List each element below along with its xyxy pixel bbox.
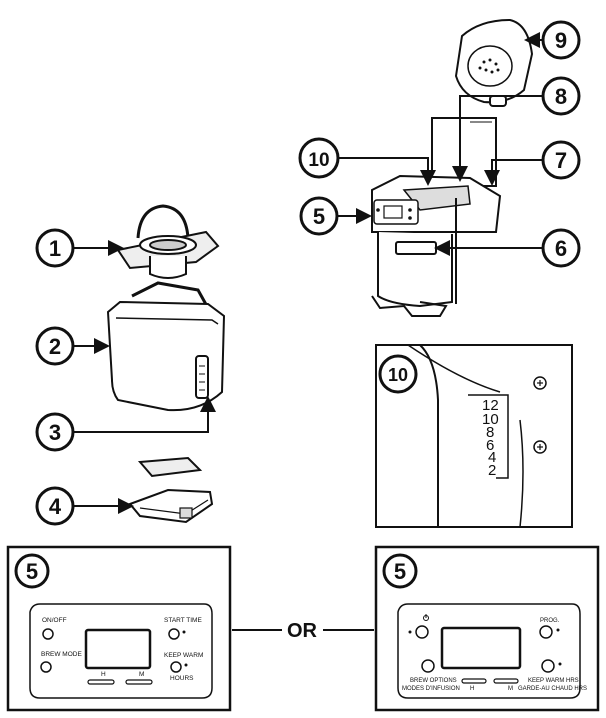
svg-text:7: 7: [555, 148, 567, 173]
keep-warm-hrs-indicator: [558, 662, 562, 666]
brew-mode-label: BREW MODE: [41, 651, 82, 658]
svg-text:6: 6: [555, 236, 567, 261]
callout-5: 5: [299, 196, 339, 236]
svg-text:4: 4: [49, 494, 62, 519]
callouts: [74, 32, 542, 514]
prog-button[interactable]: [539, 625, 553, 639]
callout-1: 1: [35, 228, 75, 268]
keep-warm-indicator: [184, 663, 188, 667]
svg-text:5: 5: [313, 204, 325, 229]
callout-6: 6: [541, 228, 581, 268]
scale-2: 2: [488, 462, 496, 479]
brew-basket: [116, 204, 220, 279]
start-time-indicator: [182, 630, 186, 634]
svg-text:9: 9: [555, 28, 567, 53]
hour-label: H: [101, 671, 106, 678]
brew-mode-button[interactable]: [40, 661, 52, 673]
hour-button-right[interactable]: [461, 678, 487, 684]
power-button[interactable]: [415, 625, 429, 639]
minute-label: M: [139, 671, 144, 678]
garde-au-chaud-label: GARDE-AU CHAUD HRS: [518, 686, 587, 692]
scale-4: 4: [488, 449, 496, 466]
scale-12: 12: [482, 397, 499, 414]
start-time-label: START TIME: [164, 617, 202, 624]
keep-warm-button[interactable]: [170, 661, 182, 673]
minute-button[interactable]: [125, 679, 153, 685]
hour-button[interactable]: [87, 679, 115, 685]
hours-label: HOURS: [170, 675, 194, 682]
callout-5-right: 5: [394, 559, 406, 584]
callout-2: 2: [35, 326, 75, 366]
prog-indicator: [556, 628, 560, 632]
prog-label: PROG.: [540, 618, 560, 624]
minute-button-right[interactable]: [493, 678, 519, 684]
keep-warm-hrs-label: KEEP WARM HRS: [528, 678, 579, 684]
modes-infusion-label: MODES D'INFUSION: [402, 686, 460, 692]
svg-text:2: 2: [49, 334, 61, 359]
svg-text:3: 3: [49, 420, 61, 445]
callout-10-inset: 10: [378, 354, 418, 394]
callout-9: 9: [541, 20, 581, 60]
svg-text:10: 10: [388, 365, 408, 385]
callout-7: 7: [541, 140, 581, 180]
callout-8: 8: [541, 76, 581, 116]
scale-10: 10: [482, 411, 499, 428]
minute-label-right: M: [508, 686, 513, 692]
water-reservoir: [106, 281, 226, 412]
svg-text:1: 1: [49, 236, 61, 261]
callout-3: 3: [35, 412, 75, 452]
hour-label-right: H: [470, 686, 474, 692]
coffee-maker: [371, 18, 534, 317]
keep-warm-hrs-button[interactable]: [541, 659, 555, 673]
on-off-button[interactable]: [42, 628, 54, 640]
brew-options-label: BREW OPTIONS: [410, 678, 457, 684]
or-label: OR: [287, 620, 318, 642]
on-off-label: ON/OFF: [42, 617, 67, 624]
brew-options-button[interactable]: [421, 659, 435, 673]
control-panel-left: 5 ON/OFF BREW MODE START TIME KEEP WARM …: [6, 545, 232, 712]
start-time-button[interactable]: [168, 628, 180, 640]
scale-8: 8: [486, 424, 494, 441]
power-indicator: [408, 630, 412, 634]
callout-5-left: 5: [26, 559, 38, 584]
svg-text:10: 10: [308, 150, 329, 171]
or-connector: OR: [232, 620, 374, 642]
water-scale: 12 10 8 6 4 2: [482, 397, 499, 479]
scale-6: 6: [486, 437, 494, 454]
keep-warm-label: KEEP WARM: [164, 652, 203, 659]
drip-tray: [128, 456, 214, 524]
callout-10: 10: [298, 137, 340, 179]
control-panel-right: 5 BREW OPTIONS MODES D'INFUSION PROG. KE…: [374, 545, 600, 712]
power-icon: [423, 614, 429, 621]
callout-4: 4: [35, 486, 75, 526]
svg-text:8: 8: [555, 84, 567, 109]
